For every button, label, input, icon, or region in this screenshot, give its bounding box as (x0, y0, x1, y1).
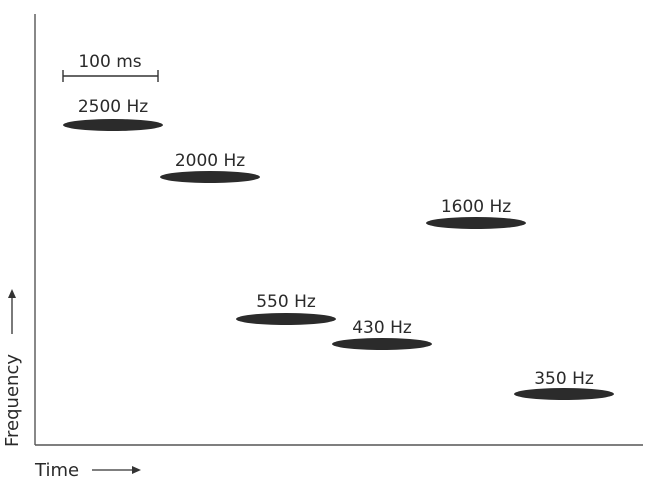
tone-label: 430 Hz (352, 318, 412, 338)
tone-bar (160, 171, 260, 183)
tone-550: 550 Hz (236, 292, 336, 325)
tone-350: 350 Hz (514, 369, 614, 400)
x-axis-title: Time (34, 460, 141, 481)
tone-label: 2000 Hz (175, 151, 245, 171)
y-axis-title: Frequency (2, 289, 23, 447)
scale-bar: 100 ms (62, 52, 159, 82)
tone-label: 550 Hz (256, 292, 316, 312)
tone-bar (63, 119, 163, 131)
tone-430: 430 Hz (332, 318, 432, 350)
right-arrow-icon (132, 466, 141, 474)
tone-label: 2500 Hz (78, 97, 148, 117)
tone-bar (332, 338, 432, 350)
tone-bar (236, 313, 336, 325)
tone-label: 350 Hz (534, 369, 594, 389)
tone-bar (426, 217, 526, 229)
scale-bar-label: 100 ms (78, 52, 141, 72)
tone-group: 2500 Hz 2000 Hz 550 Hz 430 Hz 1600 Hz 35… (63, 97, 614, 400)
tone-label: 1600 Hz (441, 197, 511, 217)
y-axis-label: Frequency (2, 354, 23, 447)
tone-1600: 1600 Hz (426, 197, 526, 229)
tone-bar (514, 388, 614, 400)
tone-2500: 2500 Hz (63, 97, 163, 131)
tone-2000: 2000 Hz (160, 151, 260, 183)
x-axis-label: Time (34, 460, 79, 481)
up-arrow-icon (8, 289, 16, 298)
